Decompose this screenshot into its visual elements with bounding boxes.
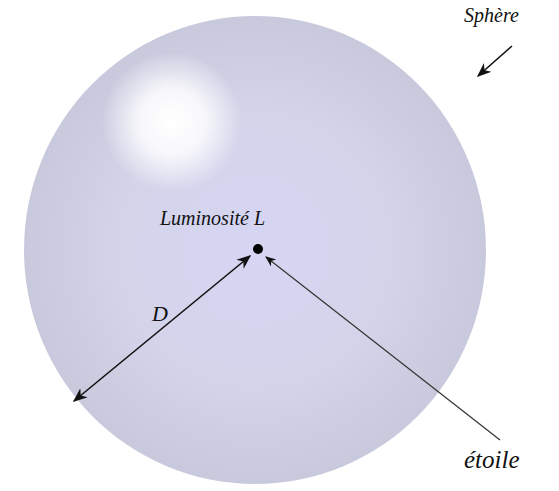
sphere: [24, 16, 486, 484]
sphere-label: Sphère: [464, 4, 519, 26]
star-label: étoile: [464, 446, 520, 474]
star-pointer: [266, 257, 500, 440]
highlight: [102, 52, 242, 192]
luminosity-label: Luminosité L: [160, 207, 265, 229]
sphere-pointer: [478, 46, 512, 76]
distance-arrow: [74, 256, 250, 401]
distance-label: D: [152, 302, 168, 326]
star-dot: [253, 244, 263, 254]
